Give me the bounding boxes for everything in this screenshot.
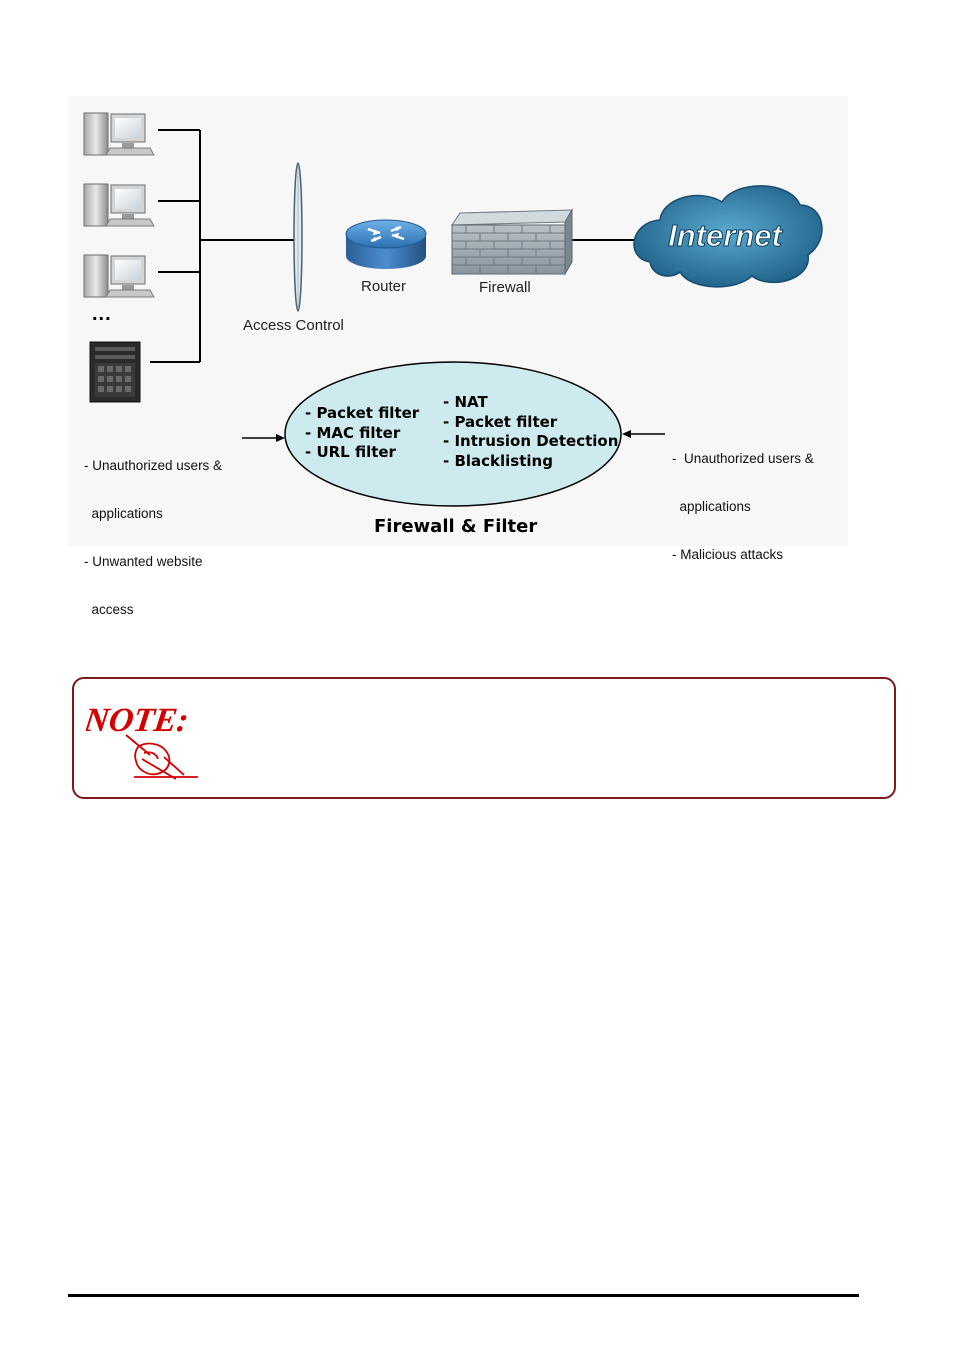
ellipsis-label: ... [92,303,112,326]
filter-item: - NAT [443,393,618,413]
filter-item: - Packet filter [443,413,618,433]
router-icon [346,220,426,269]
threat-line: applications [672,499,814,515]
note-label: NOTE: [86,702,191,739]
firewall-icon [452,210,572,274]
filter-item: - Blacklisting [443,452,618,472]
threat-line: - Unwanted website [84,554,222,570]
wan-threats: - Unauthorized users & applications - Ma… [672,419,814,579]
workstation-icon [84,184,154,226]
workstation-icon [84,113,154,155]
threat-line: - Unauthorized users & [84,458,222,474]
router-label: Router [361,278,406,295]
threat-line: - Malicious attacks [672,547,814,563]
footer-rule [68,1294,859,1297]
threat-line: access [84,602,222,618]
access-control-label: Access Control [243,317,344,334]
lan-threats: - Unauthorized users & applications - Un… [84,426,222,634]
filter-list-right: - NAT - Packet filter - Intrusion Detect… [443,393,618,471]
filter-item: - Intrusion Detection [443,432,618,452]
threat-line: - Unauthorized users & [672,451,814,467]
filter-item: - Packet filter [305,404,419,424]
access-control-icon [294,163,302,311]
pencil-hand-icon [126,735,198,779]
firewall-label: Firewall [479,279,531,296]
filter-list-left: - Packet filter - MAC filter - URL filte… [305,404,419,463]
diagram-caption: Firewall & Filter [374,516,537,537]
threat-line: applications [84,506,222,522]
filter-item: - MAC filter [305,424,419,444]
server-icon [90,342,140,402]
internet-label: Internet [668,218,783,253]
filter-item: - URL filter [305,443,419,463]
note-icon: NOTE: [86,695,216,785]
internet-cloud-icon: Internet [634,186,822,287]
workstation-icon [84,255,154,297]
